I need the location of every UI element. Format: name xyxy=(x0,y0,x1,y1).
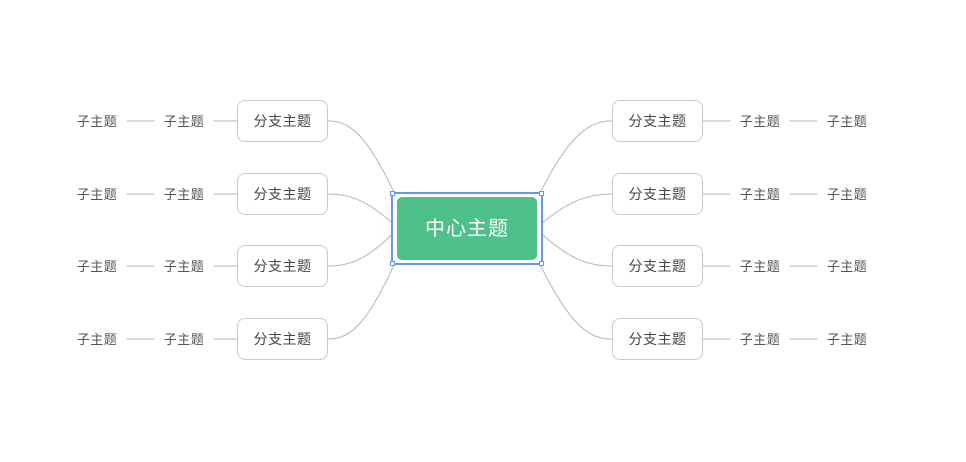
leaf-node-label: 子主题 xyxy=(826,113,868,129)
branch-node[interactable]: 分支主题 xyxy=(612,100,703,142)
leaf-node[interactable]: 子主题 xyxy=(817,329,877,349)
leaf-node[interactable]: 子主题 xyxy=(67,111,127,131)
branch-node-label: 分支主题 xyxy=(253,186,312,202)
connector-edge xyxy=(327,120,398,200)
branch-node-label: 分支主题 xyxy=(628,258,687,274)
connector-edge xyxy=(536,120,613,200)
connector-edge xyxy=(327,193,398,228)
resize-handle-top-left[interactable] xyxy=(390,191,395,196)
leaf-node[interactable]: 子主题 xyxy=(730,111,790,131)
connector-edge xyxy=(536,257,613,340)
branch-node[interactable]: 分支主题 xyxy=(237,318,328,360)
leaf-node-label: 子主题 xyxy=(739,258,781,274)
leaf-node[interactable]: 子主题 xyxy=(817,184,877,204)
leaf-node-label: 子主题 xyxy=(739,186,781,202)
root-node-label: 中心主题 xyxy=(425,217,509,240)
connector-edge xyxy=(327,257,398,340)
leaf-node[interactable]: 子主题 xyxy=(817,111,877,131)
leaf-node[interactable]: 子主题 xyxy=(730,329,790,349)
leaf-node[interactable]: 子主题 xyxy=(67,329,127,349)
leaf-node[interactable]: 子主题 xyxy=(154,111,214,131)
resize-handle-top-right[interactable] xyxy=(539,191,544,196)
leaf-node[interactable]: 子主题 xyxy=(730,184,790,204)
resize-handle-bottom-left[interactable] xyxy=(390,261,395,266)
root-node[interactable]: 中心主题 xyxy=(397,197,537,260)
leaf-node-label: 子主题 xyxy=(826,331,868,347)
leaf-node-label: 子主题 xyxy=(826,258,868,274)
branch-node-label: 分支主题 xyxy=(628,331,687,347)
branch-node[interactable]: 分支主题 xyxy=(237,100,328,142)
leaf-node[interactable]: 子主题 xyxy=(154,329,214,349)
leaf-node-label: 子主题 xyxy=(76,331,118,347)
branch-node-label: 分支主题 xyxy=(628,113,687,129)
leaf-node-label: 子主题 xyxy=(163,258,205,274)
branch-node-label: 分支主题 xyxy=(253,258,312,274)
leaf-node-label: 子主题 xyxy=(826,186,868,202)
leaf-node-label: 子主题 xyxy=(76,186,118,202)
connector-edge xyxy=(536,193,613,228)
branch-node[interactable]: 分支主题 xyxy=(237,245,328,287)
branch-node-label: 分支主题 xyxy=(253,113,312,129)
leaf-node[interactable]: 子主题 xyxy=(67,184,127,204)
leaf-node[interactable]: 子主题 xyxy=(154,184,214,204)
branch-node-label: 分支主题 xyxy=(253,331,312,347)
connector-edge xyxy=(327,229,398,267)
branch-node[interactable]: 分支主题 xyxy=(237,173,328,215)
branch-node[interactable]: 分支主题 xyxy=(612,245,703,287)
leaf-node[interactable]: 子主题 xyxy=(730,256,790,276)
connector-edge xyxy=(536,229,613,267)
leaf-node-label: 子主题 xyxy=(163,113,205,129)
resize-handle-bottom-right[interactable] xyxy=(539,261,544,266)
leaf-node[interactable]: 子主题 xyxy=(154,256,214,276)
leaf-node[interactable]: 子主题 xyxy=(817,256,877,276)
leaf-node-label: 子主题 xyxy=(163,331,205,347)
branch-node[interactable]: 分支主题 xyxy=(612,173,703,215)
leaf-node-label: 子主题 xyxy=(76,258,118,274)
leaf-node-label: 子主题 xyxy=(739,331,781,347)
branch-node-label: 分支主题 xyxy=(628,186,687,202)
leaf-node-label: 子主题 xyxy=(76,113,118,129)
leaf-node[interactable]: 子主题 xyxy=(67,256,127,276)
leaf-node-label: 子主题 xyxy=(739,113,781,129)
root-node-wrapper: 中心主题 xyxy=(390,191,544,266)
branch-node[interactable]: 分支主题 xyxy=(612,318,703,360)
leaf-node-label: 子主题 xyxy=(163,186,205,202)
